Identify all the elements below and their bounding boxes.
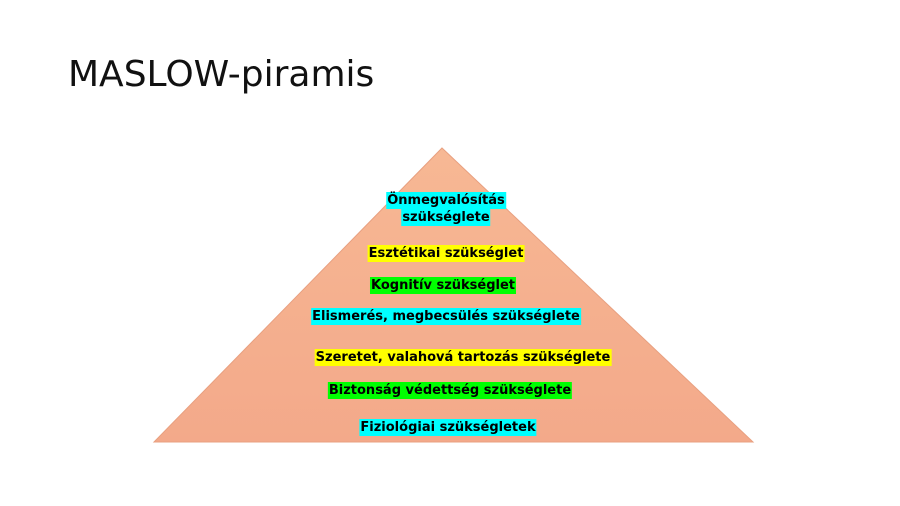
level-label: szükséglete xyxy=(401,209,491,226)
level-label: Önmegvalósítás xyxy=(386,192,506,209)
level-label: Szeretet, valahová tartozás szükséglete xyxy=(314,349,612,366)
level-physiological: Fiziológiai szükségletek xyxy=(359,419,537,436)
level-aesthetic: Esztétikai szükséglet xyxy=(367,245,525,262)
level-label: Kognitív szükséglet xyxy=(369,277,517,294)
level-safety: Biztonság védettség szükséglete xyxy=(327,382,573,399)
level-label: Biztonság védettség szükséglete xyxy=(327,382,573,399)
level-label: Elismerés, megbecsülés szükséglete xyxy=(311,308,581,325)
level-love-belonging: Szeretet, valahová tartozás szükséglete xyxy=(314,349,612,366)
slide-title: MASLOW-piramis xyxy=(68,54,375,95)
level-esteem: Elismerés, megbecsülés szükséglete xyxy=(311,308,581,325)
pyramid-shape xyxy=(152,147,755,443)
level-self-actualization: Önmegvalósítás szükséglete xyxy=(386,192,506,226)
level-cognitive: Kognitív szükséglet xyxy=(369,277,517,294)
level-label: Fiziológiai szükségletek xyxy=(359,419,537,436)
level-label: Esztétikai szükséglet xyxy=(367,245,525,262)
